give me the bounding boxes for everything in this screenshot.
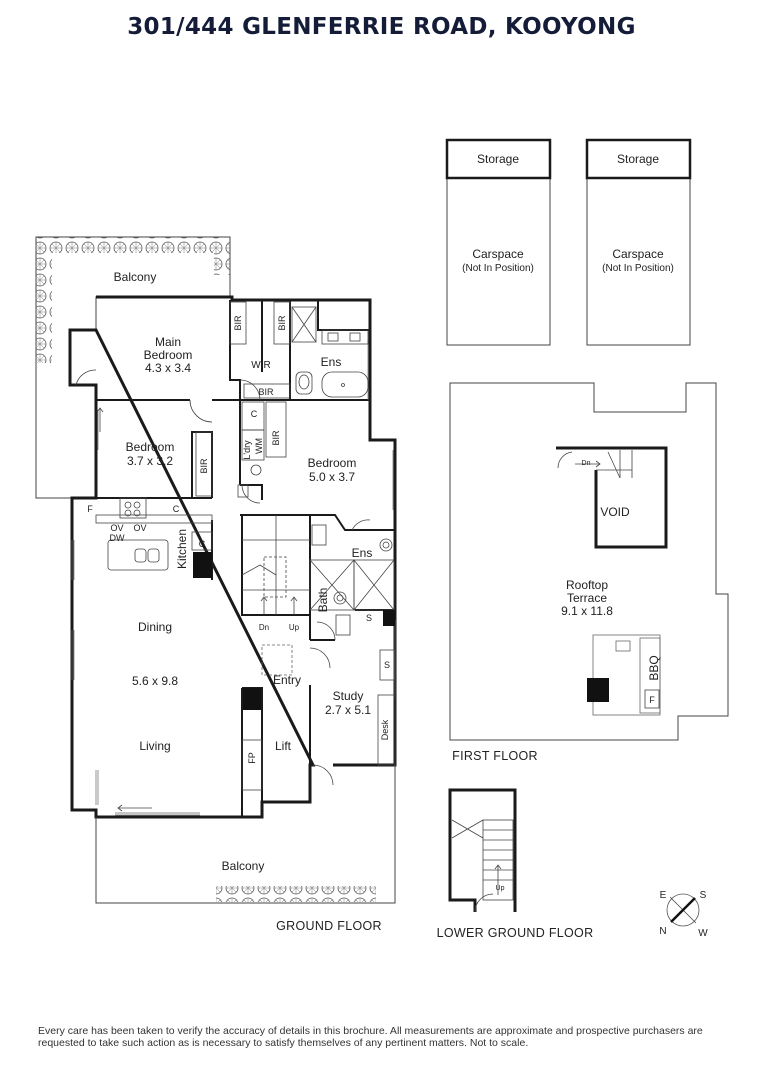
bathroom-fixtures (237, 306, 395, 636)
dishwasher-label: DW (110, 533, 125, 543)
rooftop-stairs (557, 450, 633, 479)
carspace-1-note: (Not In Position) (462, 263, 534, 274)
balcony-top-label: Balcony (114, 270, 157, 284)
dining-label: Dining (138, 620, 172, 634)
storage-label-1: S (366, 613, 372, 623)
first-floor-label: FIRST FLOOR (452, 749, 538, 763)
lower-ground-walls (448, 788, 517, 912)
planter-bottom (216, 886, 376, 902)
bir-label-2: BIR (277, 315, 287, 331)
planter-top (36, 237, 230, 253)
riser-block (383, 610, 395, 626)
lower-stairs-up-label: Up (496, 885, 505, 892)
bedroom-right-label: Bedroom (308, 456, 357, 470)
living-label: Living (139, 739, 170, 753)
disclaimer: Every care has been taken to verify the … (38, 1025, 703, 1049)
storage-label-2: S (384, 660, 390, 670)
c-label-3: C (199, 539, 206, 549)
ground-floor-label: GROUND FLOOR (276, 919, 382, 933)
bath-label: Bath (316, 588, 330, 613)
stairs-up-label: Up (289, 623, 300, 632)
carspace-2-label: Carspace (612, 247, 664, 261)
ground-stairs (241, 515, 310, 615)
lift-label: Lift (275, 739, 292, 753)
lower-ground-floor-label: LOWER GROUND FLOOR (437, 926, 594, 940)
rooftop-outline (449, 382, 729, 741)
oven-label-1: OV (110, 523, 123, 533)
entry-label: Entry (273, 673, 301, 687)
door-swings (75, 369, 371, 786)
bir-label-1: BIR (233, 315, 243, 331)
main-bedroom-label-1: Main (155, 335, 181, 349)
void-label: VOID (600, 505, 630, 519)
balcony-bottom-label: Balcony (222, 859, 265, 873)
fireplace (241, 739, 263, 791)
wm-label: WM (254, 438, 264, 454)
main-bedroom-label-2: Bedroom (144, 348, 193, 362)
apartment-outer-wall (68, 295, 397, 819)
study-label: Study (333, 689, 364, 703)
compass-e: E (660, 890, 667, 901)
bir-label-4: BIR (271, 430, 281, 446)
void-walls (556, 446, 668, 549)
kitchen-fixtures (95, 497, 213, 571)
fridge-block (193, 552, 212, 578)
rooftop-size: 9.1 x 11.8 (561, 604, 613, 618)
balcony-bottom-outline (95, 765, 396, 904)
rooftop-label-1: Rooftop (566, 578, 608, 592)
study-size: 2.7 x 5.1 (325, 703, 371, 717)
main-bedroom-size: 4.3 x 3.4 (145, 361, 191, 375)
storage-2-label: Storage (617, 152, 659, 166)
compass-n: N (659, 926, 666, 937)
lower-ground-plan: Up LOWER GROUND FLOOR (437, 788, 594, 940)
rooftop-label-2: Terrace (567, 591, 607, 605)
first-floor-plan: Dn VOID Rooftop Terrace 9.1 x 11.8 BBQ F… (449, 382, 729, 763)
ens-mid-label: Ens (352, 546, 373, 560)
lower-ground-stairs (451, 819, 514, 913)
wir-label: WIR (251, 360, 270, 371)
bir-label-3: BIR (258, 387, 274, 397)
rooftop-stairs-down-label: Dn (582, 460, 591, 467)
dining-size: 5.6 x 9.8 (132, 674, 178, 688)
laundry-label: L'dry (242, 440, 252, 460)
desk-label: Desk (380, 719, 390, 740)
bedroom-left-label: Bedroom (126, 440, 175, 454)
planter-left (36, 253, 52, 363)
windows (71, 340, 396, 816)
oven-label-2: OV (133, 523, 146, 533)
fireplace-label: FP (247, 752, 257, 764)
bbq-label: BBQ (647, 655, 661, 680)
ens-top-label: Ens (321, 355, 342, 369)
bedroom-right-size: 5.0 x 3.7 (309, 470, 355, 484)
entry-skylight (261, 644, 293, 676)
ground-floor-labels: Balcony Main Bedroom 4.3 x 3.4 WIR Ens B… (87, 270, 390, 933)
fridge-label: F (87, 504, 93, 514)
c-label-1: C (251, 409, 258, 419)
planter-top-side (214, 253, 230, 275)
carspace-1-label: Carspace (472, 247, 524, 261)
bbq-area (587, 634, 661, 716)
page-title: 301/444 GLENFERRIE ROAD, KOOYONG (127, 14, 636, 40)
kitchen-label: Kitchen (175, 529, 189, 569)
compass-icon: E S N W (659, 890, 708, 939)
bedroom-left-size: 3.7 x 3.2 (127, 454, 173, 468)
built-in-robes (195, 301, 396, 766)
sliding-door-arrow (96, 407, 152, 812)
compass-w: W (698, 928, 708, 939)
c-label-2: C (173, 504, 180, 514)
compass-s: S (700, 890, 707, 901)
ground-floor-plan (35, 236, 397, 904)
rooftop-fridge-label: F (649, 695, 655, 705)
storage-1-label: Storage (477, 152, 519, 166)
carspace-2-note: (Not In Position) (602, 263, 674, 274)
stairs-down-label: Dn (259, 623, 269, 632)
lift-shaft-block (243, 688, 261, 710)
carspaces: Storage Storage Carspace (Not In Positio… (445, 138, 692, 346)
bir-label-5: BIR (199, 458, 209, 474)
